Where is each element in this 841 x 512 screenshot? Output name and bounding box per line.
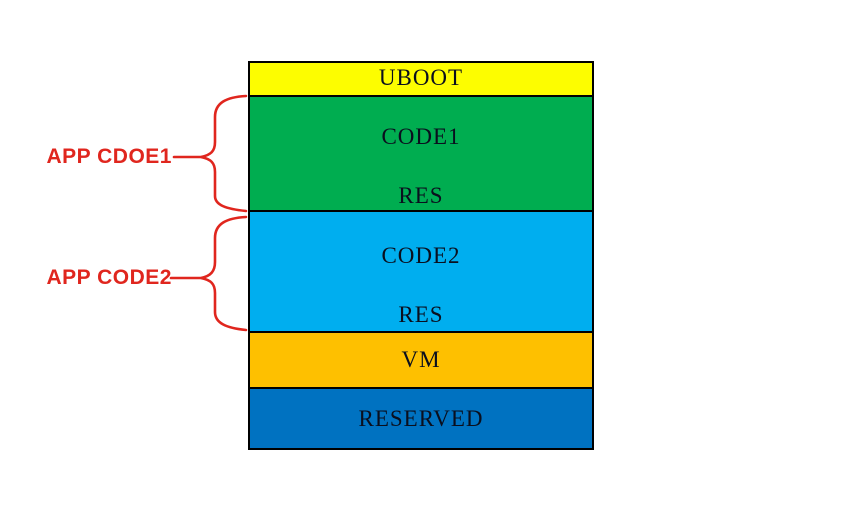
curly-brace-code2-icon xyxy=(200,215,248,332)
block-label-code2: CODE2 xyxy=(381,243,461,268)
block-label-code1: CODE1 xyxy=(381,124,461,149)
block-sublabel-code1-res: RES xyxy=(398,183,444,208)
block-code1: CODE1 RES xyxy=(250,95,592,210)
block-code2: CODE2 RES xyxy=(250,210,592,331)
curly-brace-code1-icon xyxy=(200,94,248,213)
block-sublabel-code2-res: RES xyxy=(398,302,444,327)
annotation-label-app-code2: APP CODE2 xyxy=(46,266,172,289)
block-vm: VM xyxy=(250,331,592,387)
block-stack: UBOOT CODE1 RES CODE2 RES VM RESERVED xyxy=(248,61,594,450)
block-label-reserved: RESERVED xyxy=(358,405,484,431)
annotation-label-app-cdoe1: APP CDOE1 xyxy=(46,145,172,168)
block-reserved: RESERVED xyxy=(250,387,592,448)
block-label-vm: VM xyxy=(401,347,441,372)
block-uboot: UBOOT xyxy=(250,63,592,95)
block-label-uboot: UBOOT xyxy=(378,64,464,90)
